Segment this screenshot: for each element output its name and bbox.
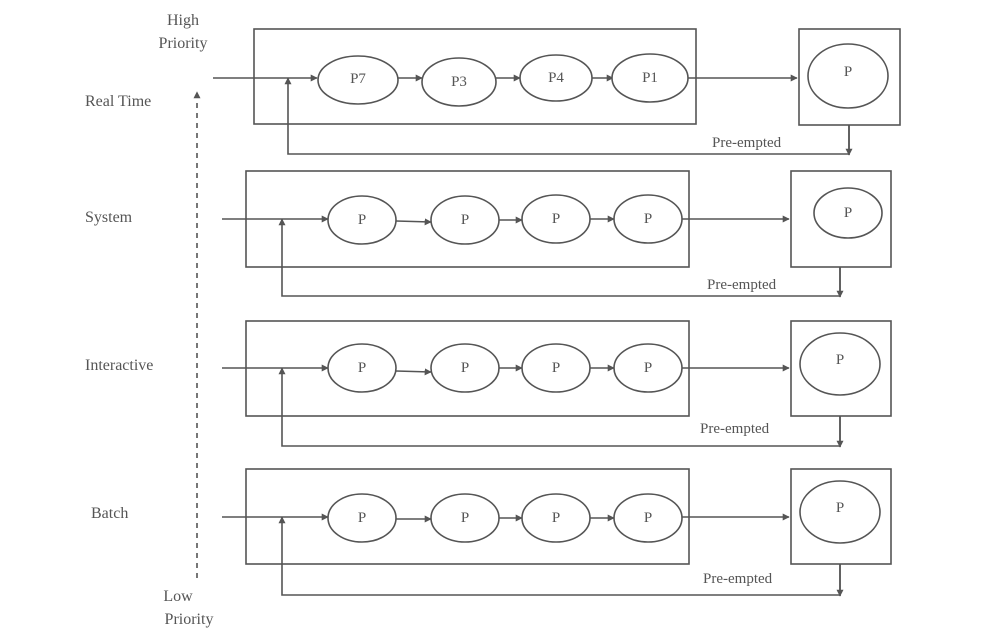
process-label: P — [552, 510, 560, 526]
process-label: P — [358, 510, 366, 526]
process-node — [327, 195, 397, 245]
process-label: P — [644, 510, 652, 526]
running-process-label: P — [844, 64, 852, 80]
process-label: P — [358, 212, 366, 228]
preempted-label: Pre-empted — [700, 421, 770, 437]
process-node — [327, 343, 397, 393]
preempted-label: Pre-empted — [707, 277, 777, 293]
process-node — [317, 55, 399, 105]
priority-axis: High Priority Low Priority — [159, 12, 214, 628]
low-priority-label-line2: Priority — [165, 611, 214, 628]
process-label: P — [461, 360, 469, 376]
process-label: P — [552, 211, 560, 227]
running-process-node — [799, 332, 881, 396]
preempted-label: Pre-empted — [712, 135, 782, 151]
process-node — [613, 493, 683, 543]
process-label: P7 — [350, 71, 366, 87]
queue-arrow — [395, 218, 432, 226]
queue-interactive: Interactive P P P P P Pre-empted — [85, 320, 892, 448]
process-label: P — [644, 360, 652, 376]
queue-label: System — [85, 209, 133, 226]
process-node — [327, 493, 397, 543]
running-process-label: P — [844, 205, 852, 221]
queue-system: System P P P P P Pre-empted — [85, 170, 892, 298]
running-process-label: P — [836, 352, 844, 368]
preempted-label: Pre-empted — [703, 571, 773, 587]
process-label: P4 — [548, 70, 564, 86]
process-label: P — [358, 360, 366, 376]
queue-arrow — [395, 368, 432, 376]
queue-real-time: Real Time P7 P3 P4 P1 P Pre-empted — [85, 28, 901, 156]
process-label: P — [461, 212, 469, 228]
running-process-node — [807, 43, 889, 109]
process-node — [421, 57, 497, 107]
high-priority-label-line2: Priority — [159, 35, 208, 52]
process-label: P — [552, 360, 560, 376]
queue-label: Real Time — [85, 93, 151, 110]
process-label: P3 — [451, 74, 467, 90]
queue-batch: Batch P P P P P Pre-empted — [91, 468, 892, 597]
running-process-label: P — [836, 500, 844, 516]
low-priority-label-line1: Low — [163, 588, 193, 605]
queue-label: Batch — [91, 505, 128, 522]
queue-label: Interactive — [85, 357, 153, 374]
high-priority-label-line1: High — [167, 12, 199, 29]
process-label: P — [644, 211, 652, 227]
running-process-node — [799, 480, 881, 544]
running-process-node — [813, 187, 883, 239]
process-label: P — [461, 510, 469, 526]
process-label: P1 — [642, 70, 658, 86]
